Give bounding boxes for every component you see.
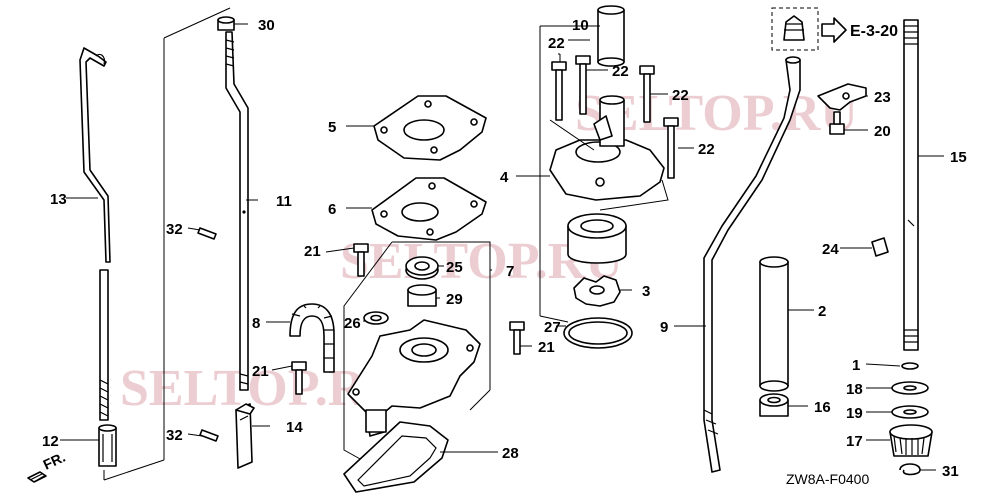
callout-22-a: 22 [548,35,565,52]
cross-reference-label: E-3-20 [850,23,898,40]
callout-26: 26 [344,315,361,332]
callout-1: 1 [852,357,860,374]
callout-16: 16 [814,399,831,416]
shift-rod-11 [225,31,249,391]
callout-32-upper: 32 [166,221,183,238]
callout-4: 4 [500,169,509,186]
bolt-22-b [575,55,591,115]
arrow-icon [821,17,847,43]
plate-5 [373,95,487,161]
callout-7: 7 [506,263,514,280]
callout-23: 23 [874,89,891,106]
vertical-shaft-15 [903,19,919,351]
lever-14 [235,403,255,469]
callout-18: 18 [846,381,863,398]
callout-2: 2 [818,303,826,320]
front-direction-marker: FR. [27,449,68,483]
clip-24 [871,237,889,257]
callout-13: 13 [50,191,67,208]
callout-5: 5 [328,119,336,136]
shift-rod-13 [79,47,111,263]
grommet-8 [289,303,335,373]
callout-14: 14 [286,419,303,436]
callout-17: 17 [846,433,863,450]
callout-19: 19 [846,405,863,422]
bolt-22-a [551,61,567,121]
callout-22-c: 22 [672,87,689,104]
clip-23 [817,83,867,111]
rod-joint-12 [98,424,117,467]
shift-rod-lower [99,269,109,421]
callout-27: 27 [544,319,561,336]
oil-seal-25 [405,256,439,280]
pump-case-4 [549,95,665,201]
callout-31: 31 [942,463,959,480]
washer-1 [901,362,919,370]
leader-lines [60,23,944,471]
front-marker-label: FR. [41,449,68,473]
gasket-28 [343,421,449,493]
bolt-21-upper [353,243,369,277]
bolt-20 [829,111,845,135]
seal-16 [759,393,789,417]
callout-15: 15 [950,149,967,166]
tube-2 [759,256,789,392]
plate-6 [371,177,487,241]
callout-11: 11 [276,193,292,210]
washer-18 [891,381,929,395]
callout-30: 30 [258,17,275,34]
callout-labels: 13 12 30 11 32 32 8 14 5 6 21 21 21 25 7… [42,17,967,480]
impeller-3 [573,275,621,307]
callout-12: 12 [42,433,59,450]
callout-22-d: 22 [698,141,715,158]
seal-26 [363,311,389,325]
callout-21-left: 21 [252,363,269,380]
bolt-21-left [291,361,307,395]
callout-8: 8 [252,315,260,332]
bolt-22-d [663,117,679,179]
callout-25: 25 [446,259,463,276]
grommet-reference-part [771,7,819,51]
callout-21-upper: 21 [304,243,321,260]
callout-29: 29 [446,291,463,308]
drawing-code: ZW8A-F0400 [786,471,869,487]
bolt-21-right [509,321,525,355]
callout-6: 6 [328,201,336,218]
callout-3: 3 [642,283,650,300]
callout-20: 20 [874,123,891,140]
sleeve-29 [407,284,437,307]
circlip-31 [899,463,921,476]
washer-19 [891,405,929,419]
pinion-gear-17 [889,424,933,457]
nut-30 [217,16,235,31]
callout-10: 10 [572,17,589,34]
callout-9: 9 [660,319,668,336]
impeller-housing [567,213,627,264]
pin-32-upper [197,227,217,240]
callout-21-right: 21 [538,339,555,356]
callout-24: 24 [822,241,839,258]
liner-10 [597,5,625,67]
o-ring-27 [563,317,633,349]
pump-housing-7 [347,319,481,437]
callout-28: 28 [502,445,519,462]
callout-32-lower: 32 [166,427,183,444]
bolt-22-c [639,65,655,123]
water-tube-9 [703,56,801,473]
callout-22-b: 22 [612,63,629,80]
pin-32-lower [199,429,219,442]
